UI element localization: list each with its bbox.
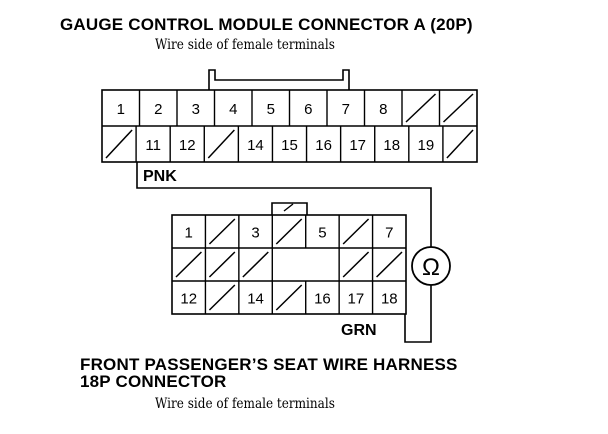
pnk-wire-label: PNK — [143, 168, 177, 185]
unused-terminal-slash — [105, 129, 133, 159]
terminal-number: 18 — [381, 291, 398, 308]
terminal-a-5: 5 — [267, 101, 275, 118]
ohmmeter-icon — [411, 246, 451, 286]
terminal-b-blank — [208, 284, 236, 311]
connector-a-title: GAUGE CONTROL MODULE CONNECTOR A (20P) — [60, 15, 473, 34]
terminal-a-blank — [105, 129, 133, 159]
terminal-a-blank — [207, 129, 235, 159]
unused-terminal-slash — [342, 251, 370, 278]
terminal-b-7: 7 — [385, 225, 393, 242]
unused-terminal-slash — [376, 251, 403, 278]
terminal-b-blank — [275, 218, 303, 245]
connector-a-subtitle: Wire side of female terminals — [155, 37, 335, 53]
test-wires: Ω — [136, 162, 451, 343]
terminal-b-12: 12 — [180, 291, 197, 308]
terminal-a-blank — [442, 93, 474, 123]
unused-terminal-slash — [208, 284, 236, 311]
unused-terminal-slash — [342, 218, 370, 245]
terminal-a-16: 16 — [315, 137, 332, 154]
terminal-b-17: 17 — [348, 291, 365, 308]
terminal-a-18: 18 — [383, 137, 400, 154]
terminal-b-blank — [275, 284, 303, 311]
unused-terminal-slash — [208, 218, 236, 245]
terminal-b-14: 14 — [247, 291, 264, 308]
unused-terminal-slash — [175, 251, 202, 278]
terminal-number: 16 — [314, 291, 331, 308]
terminal-number: 5 — [318, 225, 326, 242]
terminal-number: 2 — [154, 101, 162, 118]
unused-terminal-slash — [275, 284, 303, 311]
terminal-number: 19 — [418, 137, 435, 154]
terminal-b-3: 3 — [251, 225, 259, 242]
connector-b-subtitle: Wire side of female terminals — [155, 396, 335, 412]
grn-wire — [404, 285, 432, 343]
terminal-a-14: 14 — [247, 137, 264, 154]
terminal-a-blank — [405, 93, 437, 123]
unused-terminal-slash — [442, 93, 474, 123]
unused-terminal-slash — [207, 129, 235, 159]
grn-wire-label: GRN — [341, 322, 377, 339]
terminal-a-15: 15 — [281, 137, 298, 154]
terminal-a-2: 2 — [154, 101, 162, 118]
terminal-a-12: 12 — [179, 137, 196, 154]
terminal-a-3: 3 — [192, 101, 200, 118]
terminal-a-6: 6 — [304, 101, 312, 118]
terminal-a-4: 4 — [229, 101, 237, 118]
connector-b-housing — [171, 214, 407, 315]
terminal-b-blank — [342, 251, 370, 278]
connector-a-lock-tab — [208, 69, 350, 90]
terminal-b-blank — [208, 218, 236, 245]
terminal-b-blank — [342, 218, 370, 245]
terminal-number: 5 — [267, 101, 275, 118]
terminal-b-blank — [208, 251, 236, 278]
unused-terminal-slash — [446, 129, 474, 159]
connector-b-title: FRONT PASSENGER’S SEAT WIRE HARNESS — [80, 355, 458, 374]
terminal-number: 4 — [229, 101, 237, 118]
terminal-a-19: 19 — [418, 137, 435, 154]
terminal-number: 18 — [383, 137, 400, 154]
connector-b-title-line2: 18P CONNECTOR — [80, 372, 227, 391]
ohm-symbol: Ω — [422, 254, 440, 281]
terminal-number: 3 — [192, 101, 200, 118]
terminal-number: 11 — [145, 137, 161, 154]
terminal-b-18: 18 — [381, 291, 398, 308]
terminal-number: 1 — [185, 225, 193, 242]
terminal-number: 14 — [247, 291, 264, 308]
terminal-a-17: 17 — [349, 137, 366, 154]
terminal-number: 7 — [342, 101, 350, 118]
terminal-number: 17 — [348, 291, 365, 308]
unused-terminal-slash — [405, 93, 437, 123]
terminal-number: 17 — [349, 137, 366, 154]
terminal-number: 12 — [180, 291, 197, 308]
terminal-number: 14 — [247, 137, 264, 154]
terminal-number: 12 — [179, 137, 196, 154]
terminal-a-blank — [446, 129, 474, 159]
terminal-a-8: 8 — [379, 101, 387, 118]
pnk-wire — [136, 162, 432, 247]
terminal-b-blank — [376, 251, 403, 278]
terminal-number: 3 — [251, 225, 259, 242]
terminal-b-16: 16 — [314, 291, 331, 308]
unused-terminal-slash — [208, 251, 236, 278]
terminal-number: 7 — [385, 225, 393, 242]
terminal-number: 6 — [304, 101, 312, 118]
terminal-a-11: 11 — [145, 137, 161, 154]
terminal-a-7: 7 — [342, 101, 350, 118]
terminal-a-1: 1 — [117, 101, 125, 118]
terminal-b-blank — [242, 251, 269, 278]
unused-terminal-slash — [242, 251, 269, 278]
connector-b-lock-tab — [271, 202, 308, 215]
terminal-number: 15 — [281, 137, 298, 154]
connector-b: 1 3 5 7 12 14 16 17 18 — [171, 202, 407, 315]
terminal-b-blank — [175, 251, 202, 278]
terminal-number: 1 — [117, 101, 125, 118]
terminal-b-1: 1 — [185, 225, 193, 242]
terminal-b-5: 5 — [318, 225, 326, 242]
unused-terminal-slash — [275, 218, 303, 245]
terminal-number: 16 — [315, 137, 332, 154]
terminal-number: 8 — [379, 101, 387, 118]
